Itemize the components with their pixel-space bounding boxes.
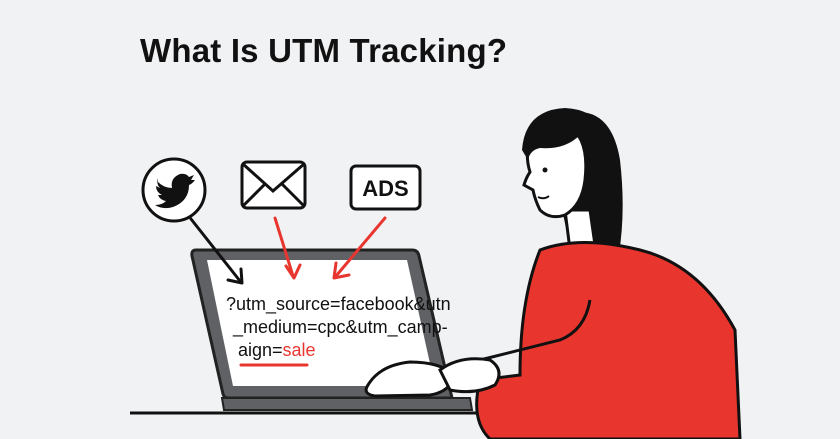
laptop — [130, 248, 490, 415]
ads-badge: ADS — [349, 164, 422, 211]
url-line-3: aign=sale — [238, 340, 316, 360]
campaign-value: sale — [283, 340, 316, 360]
envelope-icon — [240, 160, 307, 210]
page-title: What Is UTM Tracking? — [140, 32, 508, 69]
ads-label: ADS — [362, 176, 408, 201]
url-line-1: ?utm_source=facebook&utn — [226, 294, 451, 315]
woman-illustration — [364, 108, 742, 439]
laptop-screen — [207, 260, 435, 386]
twitter-bird-icon — [141, 157, 207, 223]
url-line-2: _medium=cpc&utm_camp- — [232, 317, 448, 338]
arrows — [189, 216, 387, 285]
